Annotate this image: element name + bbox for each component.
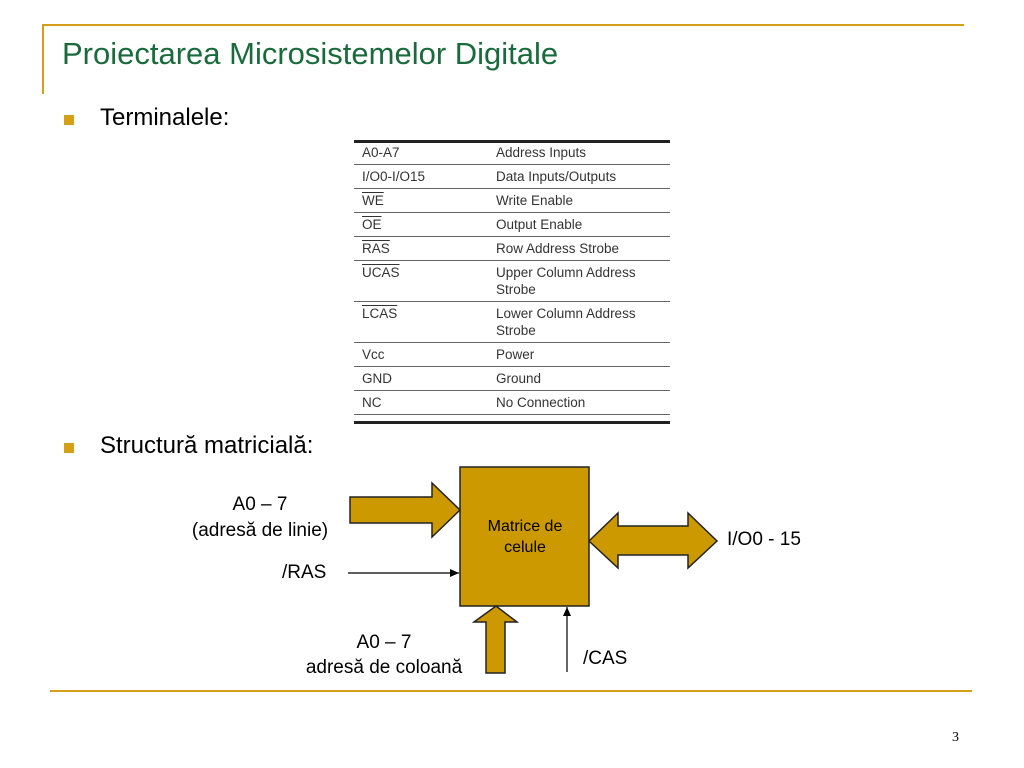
pin-name-cell: WE	[362, 193, 384, 208]
pin-description-cell: Data Inputs/Outputs	[496, 169, 617, 184]
row-address-label-line1: A0 – 7	[232, 494, 288, 515]
row-address-label: A0 – 7 (adresă de linie)	[170, 492, 350, 544]
pin-description-cell: Write Enable	[496, 193, 574, 208]
pin-name-cell: GND	[362, 371, 392, 386]
slide-title: Proiectarea Microsistemelor Digitale	[62, 36, 559, 71]
ras-label: /RAS	[282, 562, 327, 583]
table-row: RAS Row Address Strobe	[354, 237, 670, 261]
page-number: 3	[952, 730, 959, 745]
cell-matrix-label-line1: Matrice de	[487, 518, 563, 535]
row-address-arrow	[349, 481, 462, 539]
pin-description-cell: Row Address Strobe	[496, 241, 620, 256]
table-row: Vcc Power	[354, 343, 670, 367]
left-rule	[42, 24, 44, 94]
row-address-label-line2: (adresă de linie)	[191, 520, 329, 541]
column-address-label-line1: A0 – 7	[356, 632, 412, 653]
pin-name-cell: LCAS	[362, 306, 398, 321]
bullet-marker	[64, 443, 74, 453]
table-bottom-border	[354, 421, 670, 424]
column-address-label: A0 – 7 adresă de coloană	[284, 630, 484, 680]
table-row: GND Ground	[354, 367, 670, 391]
pin-description-cell: Upper Column Address Strobe	[496, 265, 636, 297]
pin-name-cell: Vcc	[362, 347, 385, 362]
io-label: I/O0 - 15	[727, 529, 801, 550]
pin-name-cell: NC	[362, 395, 382, 410]
table-row: I/O0-I/O15 Data Inputs/Outputs	[354, 165, 670, 189]
table-row: OE Output Enable	[354, 213, 670, 237]
table-row: A0-A7 Address Inputs	[354, 141, 670, 165]
io-double-arrow	[587, 511, 719, 570]
bullet-terminalele: Terminalele:	[100, 104, 230, 131]
bullet-structura: Structură matricială:	[100, 432, 314, 459]
pin-description-cell: Output Enable	[496, 217, 583, 232]
pin-name-cell: I/O0-I/O15	[362, 169, 426, 184]
cell-matrix-label: Matrice de celule	[475, 516, 575, 558]
pin-name-cell: OE	[362, 217, 382, 232]
table-row: LCAS Lower Column Address Strobe	[354, 302, 670, 343]
pin-name-cell: UCAS	[362, 265, 400, 280]
pin-description-cell: Lower Column Address Strobe	[496, 306, 636, 338]
table-row: WE Write Enable	[354, 189, 670, 213]
pin-description-cell: No Connection	[496, 395, 586, 410]
column-address-label-line2: adresă de coloană	[305, 657, 463, 678]
cas-label: /CAS	[583, 648, 628, 669]
column-address-arrow	[471, 605, 520, 674]
pin-description-cell: Ground	[496, 371, 542, 386]
table-row: NC No Connection	[354, 391, 670, 415]
cell-matrix-box	[459, 466, 590, 607]
cell-matrix-label-line2: celule	[504, 539, 546, 556]
table-top-border	[354, 140, 670, 143]
table-row: UCAS Upper Column Address Strobe	[354, 261, 670, 302]
pin-description-cell: Address Inputs	[496, 145, 587, 160]
bullet-marker	[64, 115, 74, 125]
pin-name-cell: RAS	[362, 241, 390, 256]
pin-name-cell: A0-A7	[362, 145, 400, 160]
bottom-rule	[50, 690, 972, 692]
top-rule	[42, 24, 964, 26]
pin-description-cell: Power	[496, 347, 535, 362]
